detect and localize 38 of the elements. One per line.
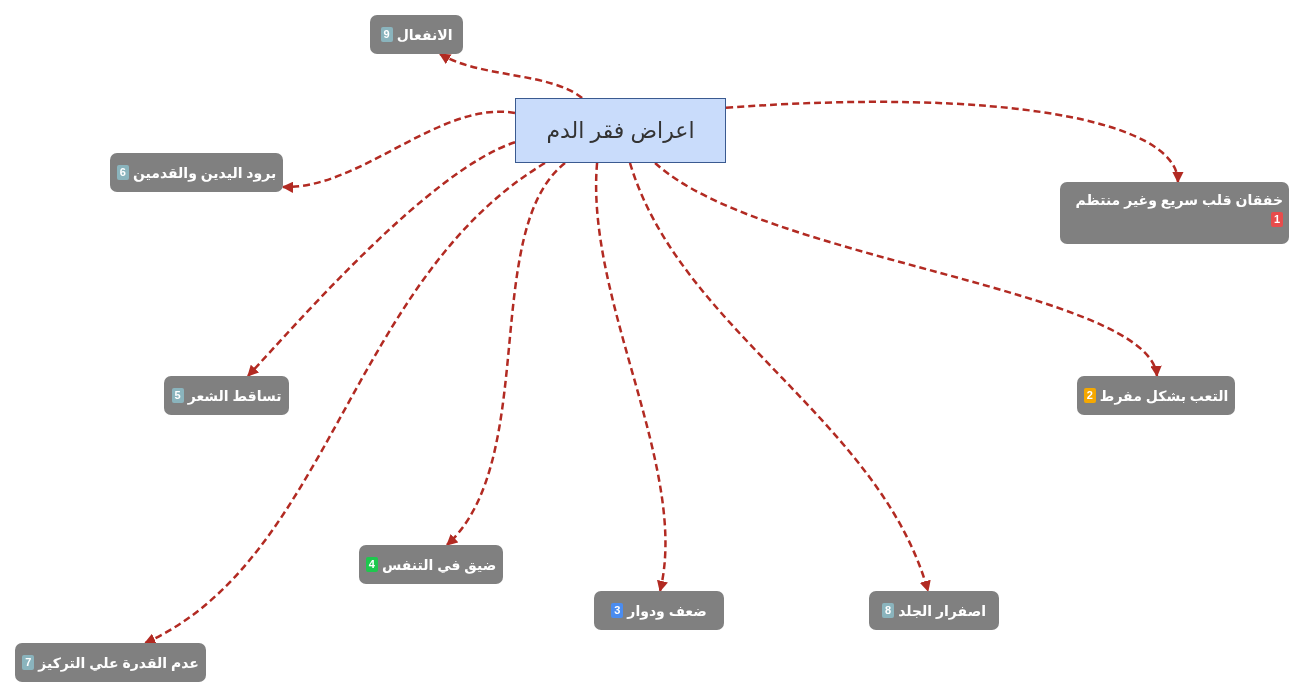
symptom-box bbox=[1077, 376, 1235, 415]
dashed-arrow bbox=[595, 162, 668, 593]
dashed-arrow bbox=[144, 162, 546, 645]
priority-badge: 3 bbox=[611, 603, 624, 618]
topic-label: ضيق في التنفس bbox=[381, 556, 497, 573]
symptom-box bbox=[164, 376, 289, 415]
priority-badge: 7 bbox=[22, 655, 35, 670]
priority-badge: 1 bbox=[1270, 212, 1283, 227]
priority-badge: 5 bbox=[171, 388, 184, 403]
topic-label: اعراض فقر الدم bbox=[546, 117, 695, 144]
dashed-arrow bbox=[439, 52, 583, 100]
dashed-arrow bbox=[725, 100, 1181, 184]
priority-badge: 4 bbox=[365, 557, 378, 572]
symptom-box bbox=[370, 15, 463, 54]
symptom-box bbox=[359, 545, 503, 584]
dashed-arrow bbox=[281, 110, 516, 192]
topic-label: برود اليدين والقدمين bbox=[132, 164, 277, 181]
topic-label: اصفرار الجلد bbox=[898, 602, 986, 619]
dashed-arrow bbox=[247, 141, 516, 377]
symptom-box bbox=[15, 643, 206, 682]
priority-badge: 6 bbox=[116, 165, 129, 180]
topic-label: الانفعال bbox=[396, 26, 453, 43]
central-topic-box bbox=[515, 98, 726, 163]
dashed-arrow bbox=[446, 162, 566, 546]
dashed-arrow bbox=[628, 162, 930, 593]
symptom-box bbox=[869, 591, 999, 630]
topic-label: خفقان قلب سريع وغير منتظم bbox=[1075, 192, 1283, 208]
topic-label: عدم القدرة علي التركيز bbox=[38, 654, 199, 671]
priority-badge: 9 bbox=[380, 27, 393, 42]
symptom-box bbox=[594, 591, 724, 630]
symptom-box bbox=[1060, 182, 1289, 244]
topic-label: التعب بشكل مفرط bbox=[1099, 387, 1229, 404]
topic-label: ضعف ودوار bbox=[627, 602, 707, 619]
symptom-box bbox=[110, 153, 283, 192]
dashed-arrow bbox=[654, 162, 1159, 377]
priority-badge: 2 bbox=[1083, 388, 1096, 403]
topic-label: تساقط الشعر bbox=[187, 387, 282, 404]
priority-badge: 8 bbox=[882, 603, 895, 618]
